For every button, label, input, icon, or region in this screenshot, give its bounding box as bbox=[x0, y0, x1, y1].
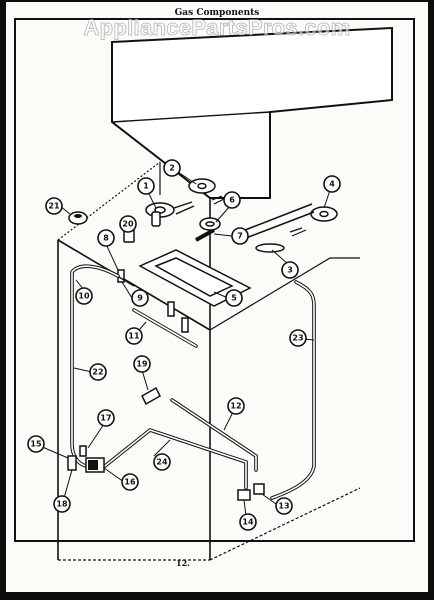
range-cabinet bbox=[57, 161, 361, 561]
svg-text:21: 21 bbox=[48, 202, 60, 211]
manifold-fittings bbox=[237, 483, 265, 501]
callout-20: 20 bbox=[119, 215, 137, 233]
top-burner-valve-left bbox=[145, 178, 227, 227]
callout-9: 9 bbox=[131, 289, 149, 307]
svg-text:8: 8 bbox=[103, 234, 109, 243]
callout-3: 3 bbox=[281, 261, 299, 279]
svg-text:16: 16 bbox=[124, 478, 136, 487]
svg-text:6: 6 bbox=[229, 196, 235, 205]
svg-text:18: 18 bbox=[56, 500, 68, 509]
callout-4: 4 bbox=[323, 175, 341, 193]
svg-text:14: 14 bbox=[242, 518, 254, 527]
callout-8: 8 bbox=[97, 229, 115, 247]
safety-valve bbox=[199, 217, 221, 231]
page-number: 12. bbox=[176, 558, 190, 568]
svg-text:10: 10 bbox=[78, 292, 90, 301]
scan-edge-bottom bbox=[0, 592, 434, 600]
svg-text:9: 9 bbox=[137, 294, 143, 303]
svg-text:1: 1 bbox=[143, 182, 149, 191]
diagram-title: Gas Components bbox=[174, 8, 260, 18]
callout-7: 7 bbox=[231, 227, 249, 245]
callout-22: 22 bbox=[89, 363, 107, 381]
svg-text:22: 22 bbox=[92, 368, 103, 377]
callout-5: 5 bbox=[225, 289, 243, 307]
svg-text:24: 24 bbox=[156, 458, 168, 467]
callout-24: 24 bbox=[153, 453, 171, 471]
callout-23: 23 bbox=[289, 329, 307, 347]
svg-text:2: 2 bbox=[169, 164, 175, 173]
scan-edge-left bbox=[0, 0, 6, 600]
callout-15: 15 bbox=[27, 435, 45, 453]
site-watermark: AppliancePartsPros.com bbox=[83, 15, 351, 41]
svg-text:4: 4 bbox=[329, 180, 335, 189]
svg-text:3: 3 bbox=[287, 266, 293, 275]
svg-text:13: 13 bbox=[278, 502, 289, 511]
callout-19: 19 bbox=[133, 355, 151, 373]
svg-text:17: 17 bbox=[100, 414, 111, 423]
top-burner-valve-right bbox=[239, 203, 338, 253]
svg-text:23: 23 bbox=[292, 334, 303, 343]
scan-edge-right bbox=[428, 0, 434, 600]
callout-2: 2 bbox=[163, 159, 181, 177]
callout-21: 21 bbox=[45, 197, 63, 215]
svg-text:11: 11 bbox=[128, 332, 140, 341]
diagram-frame bbox=[14, 18, 415, 542]
callout-14: 14 bbox=[239, 513, 257, 531]
svg-text:20: 20 bbox=[122, 220, 134, 229]
callout-1: 1 bbox=[137, 177, 155, 195]
bracket-19 bbox=[141, 386, 161, 406]
oven-top-body bbox=[111, 26, 393, 199]
callout-10: 10 bbox=[75, 287, 93, 305]
grommet-part bbox=[68, 211, 88, 225]
oven-burner-assembly bbox=[138, 228, 252, 307]
callout-18: 18 bbox=[53, 495, 71, 513]
callout-6: 6 bbox=[223, 191, 241, 209]
gas-tubing bbox=[70, 264, 316, 500]
callout-13: 13 bbox=[275, 497, 293, 515]
svg-text:12: 12 bbox=[230, 402, 241, 411]
pressure-regulator bbox=[67, 445, 105, 473]
callout-12: 12 bbox=[227, 397, 245, 415]
callout-17: 17 bbox=[97, 409, 115, 427]
svg-text:5: 5 bbox=[231, 294, 237, 303]
callout-11: 11 bbox=[125, 327, 143, 345]
svg-text:7: 7 bbox=[237, 232, 243, 241]
svg-text:15: 15 bbox=[30, 440, 42, 449]
svg-text:19: 19 bbox=[136, 360, 148, 369]
callout-16: 16 bbox=[121, 473, 139, 491]
